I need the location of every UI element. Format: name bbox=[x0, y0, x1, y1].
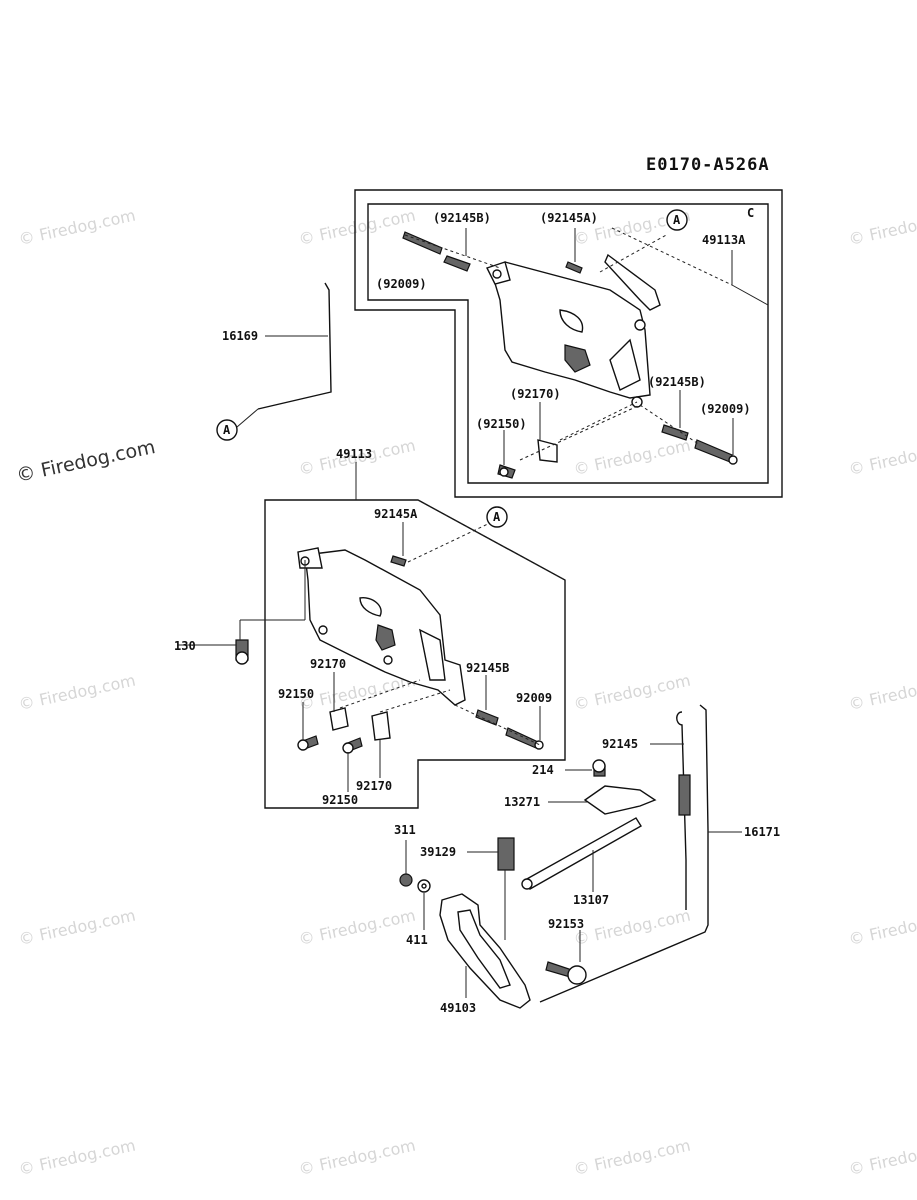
callout-letter: A bbox=[493, 510, 501, 524]
watermark: © Firedog.com bbox=[17, 1136, 137, 1179]
label-top-49113A: 49113A bbox=[702, 233, 746, 247]
label-top-92150: (92150) bbox=[476, 417, 527, 431]
callout-a-main: A bbox=[486, 506, 508, 528]
watermark: © Firedog.com bbox=[847, 436, 917, 479]
governor-plate-top bbox=[486, 253, 661, 408]
shaft-13107 bbox=[521, 817, 642, 892]
label-13107: 13107 bbox=[573, 893, 609, 907]
label-39129: 39129 bbox=[420, 845, 456, 859]
watermark: © Firedog.com bbox=[297, 906, 417, 949]
corner-mark: C bbox=[747, 206, 754, 220]
watermark: © Firedog.com bbox=[847, 906, 917, 949]
callout-a-top: A bbox=[666, 209, 688, 231]
watermark: © Firedog.com bbox=[572, 906, 692, 949]
watermark: © Firedog.com bbox=[17, 206, 137, 249]
watermark: © Firedog.com bbox=[17, 671, 137, 714]
watermark: © Firedog.com bbox=[572, 1136, 692, 1179]
inset-box-top bbox=[354, 189, 783, 498]
watermark: © Firedog.com bbox=[297, 206, 417, 249]
watermark: © Firedog.com bbox=[297, 1136, 417, 1179]
label-49113: 49113 bbox=[336, 447, 372, 461]
bolt-92153 bbox=[545, 930, 587, 985]
diagram-code: E0170-A526A bbox=[646, 155, 770, 175]
spring-92145 bbox=[650, 711, 691, 910]
inset-box-top-inner bbox=[367, 203, 769, 484]
washer-411 bbox=[417, 879, 431, 930]
watermark-prominent: © Firedog.com bbox=[14, 436, 157, 487]
label-130: 130 bbox=[174, 639, 196, 653]
top-leaders bbox=[404, 227, 769, 465]
label-92150-lower: 92150 bbox=[322, 793, 358, 807]
label-top-92145B: (92145B) bbox=[433, 211, 491, 225]
label-92153: 92153 bbox=[548, 917, 584, 931]
lever-49103 bbox=[439, 893, 531, 1009]
main-assembly-box bbox=[264, 499, 566, 809]
callout-letter: A bbox=[223, 423, 231, 437]
label-214: 214 bbox=[532, 763, 554, 777]
label-92150-left: 92150 bbox=[278, 687, 314, 701]
label-top-92145A: (92145A) bbox=[540, 211, 598, 225]
callout-letter: A bbox=[673, 213, 681, 227]
label-16169: 16169 bbox=[222, 329, 258, 343]
label-top-92170: (92170) bbox=[510, 387, 561, 401]
label-411: 411 bbox=[406, 933, 428, 947]
label-92170-lower: 92170 bbox=[356, 779, 392, 793]
label-13271: 13271 bbox=[504, 795, 540, 809]
label-92145A: 92145A bbox=[374, 507, 418, 521]
watermark: © Firedog.com bbox=[572, 671, 692, 714]
label-top-92009-left: (92009) bbox=[376, 277, 427, 291]
label-311: 311 bbox=[394, 823, 416, 837]
label-92170-upper: 92170 bbox=[310, 657, 346, 671]
spring-39129 bbox=[467, 837, 515, 940]
label-92145B: 92145B bbox=[466, 661, 509, 675]
watermark: © Firedog.com bbox=[17, 906, 137, 949]
watermark: © Firedog.com bbox=[847, 1136, 917, 1179]
watermark: © Firedog.com bbox=[572, 436, 692, 479]
label-16171: 16171 bbox=[744, 825, 780, 839]
label-top-92145B-right: (92145B) bbox=[648, 375, 706, 389]
label-92009: 92009 bbox=[516, 691, 552, 705]
label-92145: 92145 bbox=[602, 737, 638, 751]
label-top-92009-right: (92009) bbox=[700, 402, 751, 416]
rod-16171 bbox=[539, 704, 742, 1003]
nut-311 bbox=[399, 840, 413, 887]
main-leaders bbox=[178, 499, 566, 792]
label-49103: 49103 bbox=[440, 1001, 476, 1015]
main-small-parts bbox=[235, 555, 544, 754]
rod-16169: 16169 A bbox=[216, 282, 332, 441]
lever-13271 bbox=[548, 759, 657, 815]
watermark: © Firedog.com bbox=[847, 671, 917, 714]
watermark: © Firedog.com bbox=[847, 206, 917, 249]
